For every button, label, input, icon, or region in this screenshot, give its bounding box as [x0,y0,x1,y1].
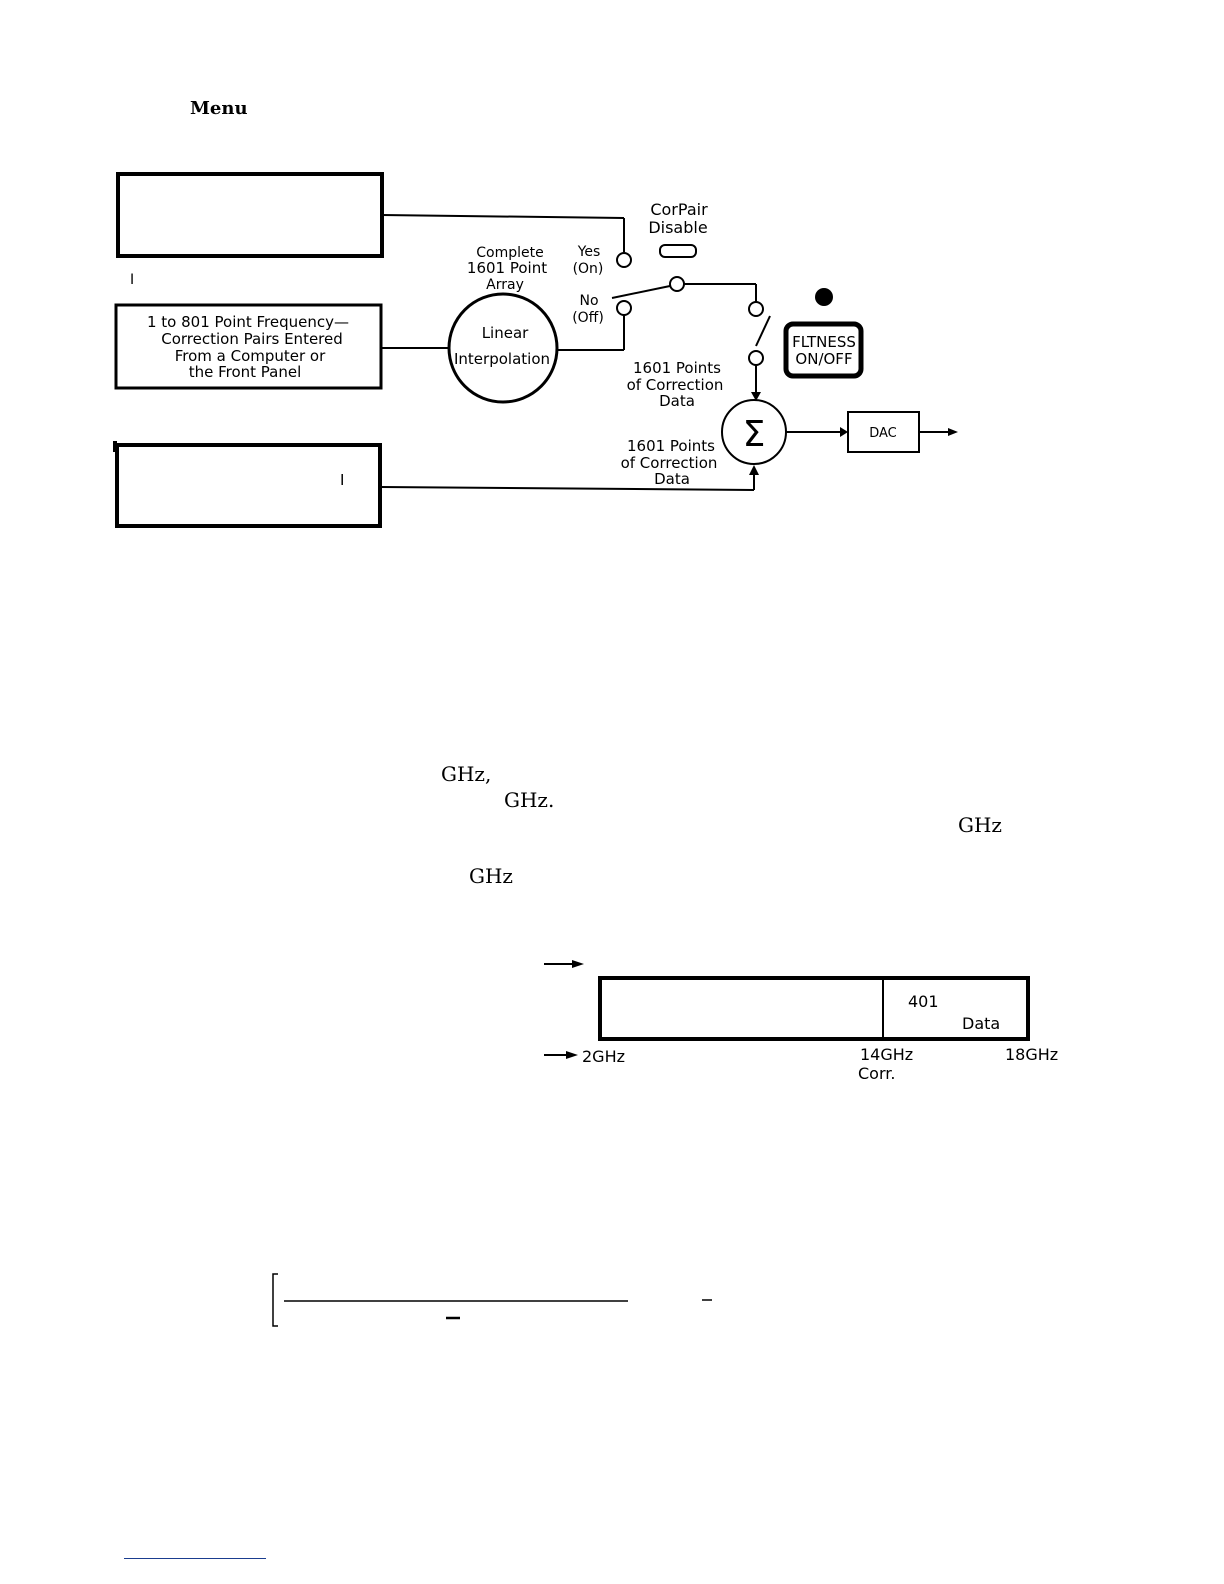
bar-top-arrow-head [572,960,584,968]
corpair-disable-softkey[interactable] [659,244,697,258]
linear-interpolation-node [447,292,559,404]
complete-label: Complete [476,245,543,261]
upper-source-box [116,172,384,258]
switch-arm [611,285,671,299]
freq-correction-pairs-box [114,303,383,390]
corpair-label: CorPair [650,200,708,219]
fltness-label: FLTNESS [792,333,856,351]
points-lower-1: 1601 Points [627,437,715,455]
array-label: Array [486,277,524,293]
dac-block [847,411,920,453]
pairs-line-1: 1 to 801 Point Frequency— [147,313,349,331]
flatness-correction-diagram: I 1 to 801 Point Frequency— Correction P… [113,172,958,528]
left-bracket [272,1273,278,1327]
ghz-text-1: GHz, [441,762,492,786]
fltness-contact-bottom [748,350,764,366]
points-lower-2: of Correction [621,454,718,472]
mid-corr-label: Corr. [858,1064,895,1083]
frequency-bar-outline [598,976,1030,1041]
equation-fragment [272,1273,712,1327]
dac-output-arrow [948,428,958,436]
linear-label: Linear [482,324,529,342]
cell-401: 401 [908,992,939,1011]
fltness-on-off-key[interactable] [783,321,864,379]
bar-bottom-arrow-head [566,1051,578,1059]
fltness-contact-top [748,301,764,317]
points-upper-1: 1601 Points [633,359,721,377]
pairs-line-2: Correction Pairs Entered [161,330,343,348]
points-lower-3: Data [654,470,690,488]
lower-source-box [115,443,382,528]
fltness-indicator-led [815,288,833,306]
ghz-text-4: GHz [469,864,513,888]
dac-label: DAC [869,426,897,441]
fltness-on-off-label: ON/OFF [795,350,852,368]
off-label: (Off) [572,310,604,326]
interpolation-label: Interpolation [454,350,550,368]
pairs-line-3: From a Computer or [175,347,326,365]
fltness-switch-arm [755,315,771,347]
array-points-label: 1601 Point [467,259,547,277]
lower-box-mark: I [340,471,344,489]
menu-label: Menu [190,98,248,119]
start-freq-label: 2GHz [582,1047,625,1066]
points-upper-3: Data [659,392,695,410]
arrow-into-sum-bottom [749,465,759,475]
connector-upper [381,214,625,219]
ghz-text-2: GHz. [504,788,555,812]
footnote-rule [124,1558,266,1559]
switch-pivot [669,276,685,292]
end-freq-label: 18GHz [1005,1045,1058,1064]
yes-label: Yes [577,244,601,260]
ghz-text-3: GHz [958,813,1002,837]
on-label: (On) [573,261,604,277]
connector-lower [379,486,755,491]
yes-contact [616,252,632,268]
arrow-into-dac [840,427,848,437]
cell-data: Data [962,1014,1000,1033]
no-label: No [579,293,598,309]
small-mark: I [130,272,134,288]
arrow-into-sum-top [751,392,761,401]
points-upper-2: of Correction [627,376,724,394]
sum-symbol: Σ [743,414,766,455]
frequency-range-bar: 401 Data 2GHz 14GHz Corr. 18GHz [544,960,1058,1083]
no-contact [616,300,632,316]
mid-freq-label: 14GHz [860,1045,913,1064]
pairs-line-4: the Front Panel [189,363,302,381]
disable-label: Disable [648,218,707,237]
